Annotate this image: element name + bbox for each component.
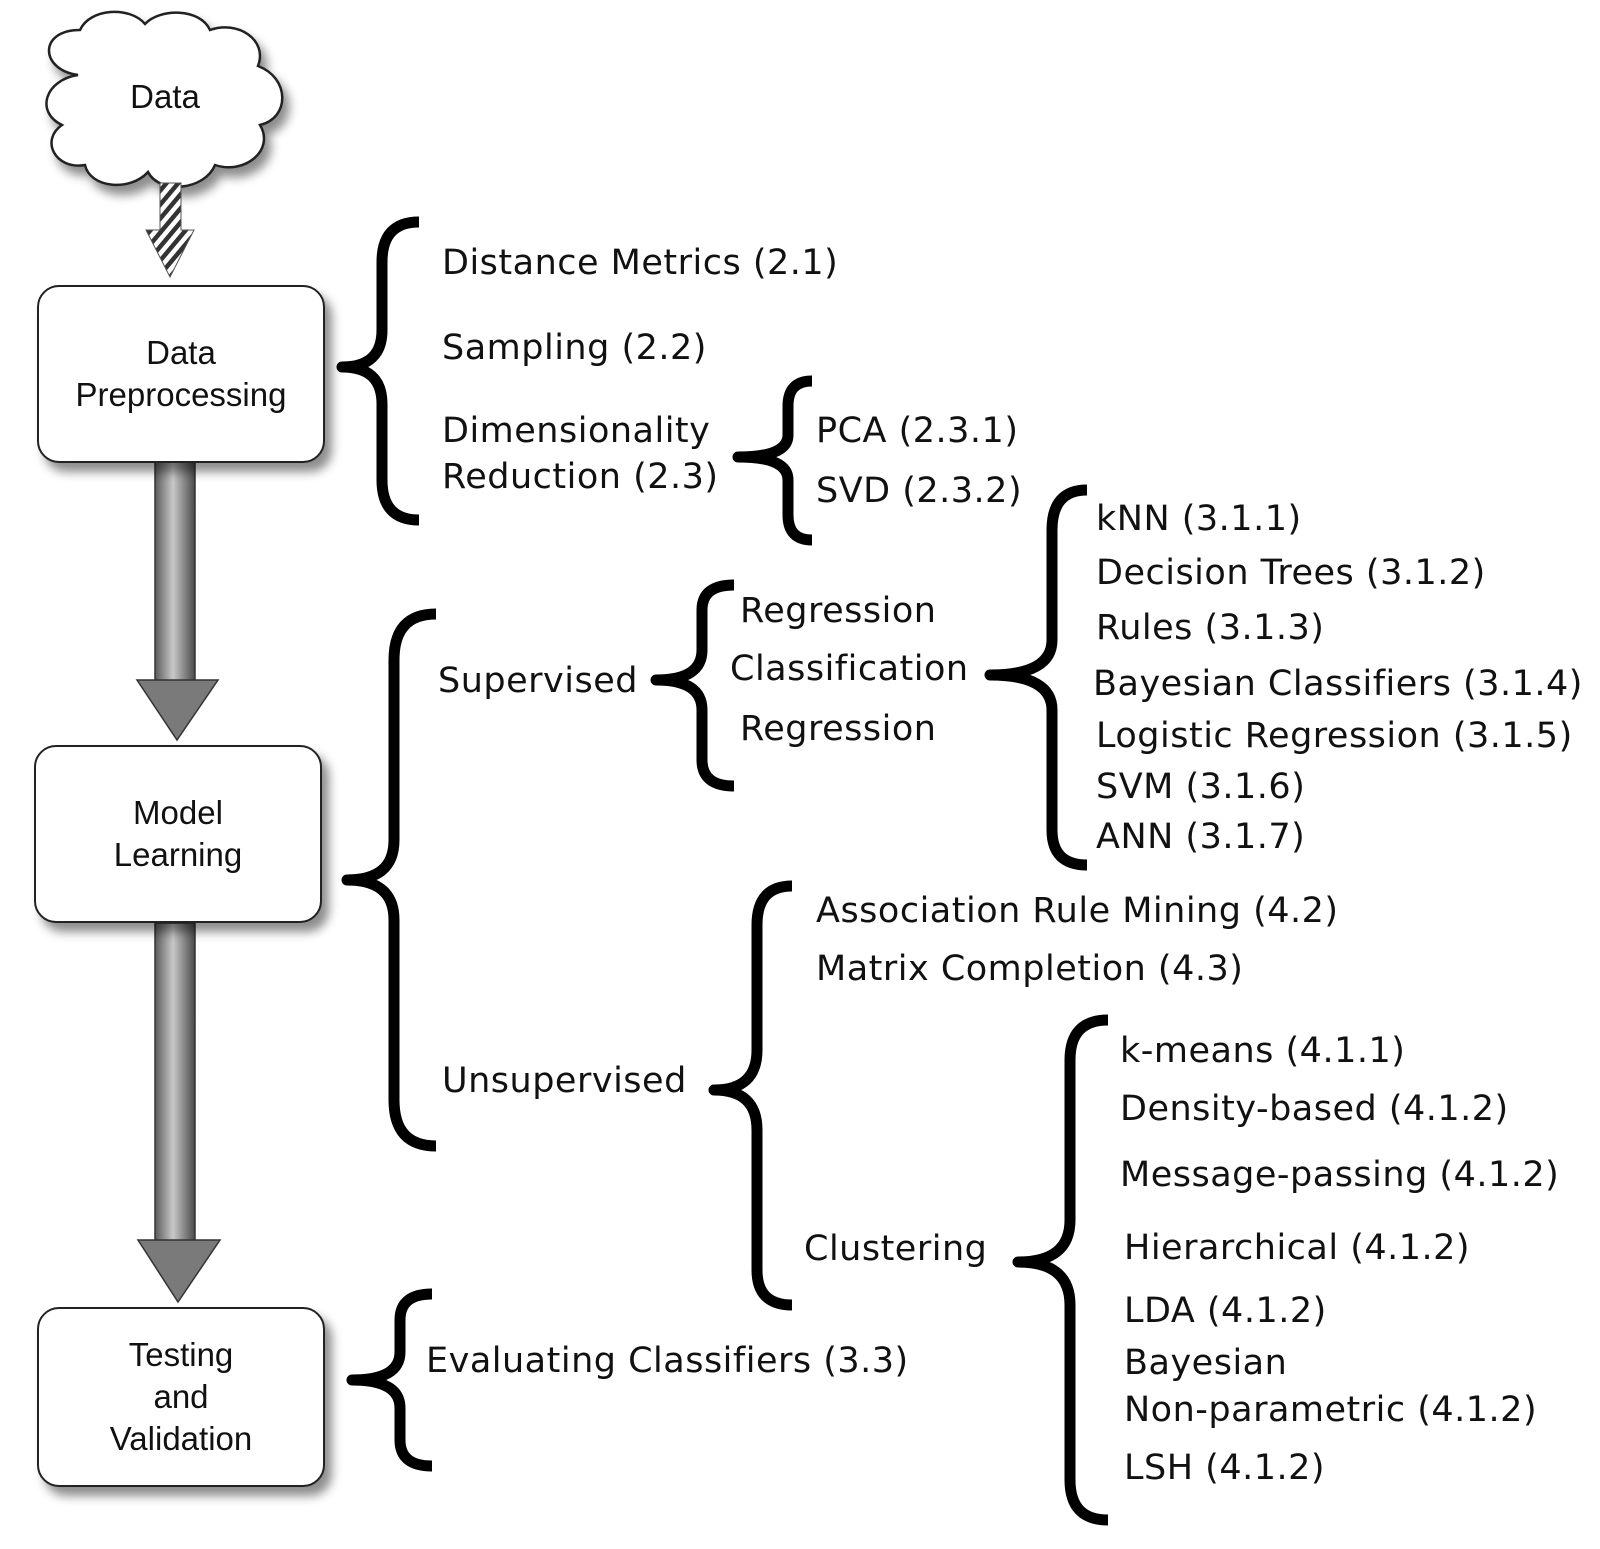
- dimensionality-reduction-label-line1: Dimensionality: [442, 411, 711, 451]
- distance-metrics-label: Distance Metrics (2.1): [442, 243, 839, 283]
- data-preprocessing-label: Data Preprocessing: [75, 334, 287, 413]
- unsupervised-label: Unsupervised: [442, 1061, 687, 1101]
- data-flow-arrow: [145, 182, 195, 279]
- clustering-method-item: LDA (4.1.2): [1124, 1291, 1327, 1331]
- data-source-label: Data: [130, 78, 200, 115]
- brace-preprocessing: [336, 216, 420, 526]
- clustering-method-item: k-means (4.1.1): [1120, 1031, 1406, 1071]
- clustering-method-item: Hierarchical (4.1.2): [1124, 1228, 1471, 1268]
- clustering-method-item: Density-based (4.1.2): [1120, 1089, 1509, 1129]
- classifier-item: SVM (3.1.6): [1096, 767, 1306, 807]
- evaluating-classifiers-label: Evaluating Classifiers (3.3): [426, 1341, 909, 1381]
- testing-validation-box: Testing and Validation: [37, 1307, 325, 1487]
- model-learning-box: Model Learning: [34, 745, 322, 923]
- model-learning-label: Model Learning: [113, 794, 243, 873]
- association-rule-mining-label: Association Rule Mining (4.2): [816, 891, 1339, 931]
- data-cloud-shape: [45, 10, 284, 188]
- regression-top-label: Regression: [740, 591, 937, 631]
- classification-label: Classification: [730, 649, 969, 689]
- clustering-method-item: Bayesian: [1124, 1343, 1288, 1383]
- clustering-method-item: Non-parametric (4.1.2): [1124, 1390, 1538, 1430]
- regression-bottom-label: Regression: [740, 709, 937, 749]
- clustering-label: Clustering: [804, 1229, 988, 1269]
- testing-validation-label: Testing and Validation: [109, 1336, 253, 1457]
- clustering-method-item: Message-passing (4.1.2): [1120, 1155, 1560, 1195]
- svd-label: SVD (2.3.2): [816, 471, 1023, 511]
- brace-supervised: [650, 579, 735, 792]
- brace-dimensionality: [732, 375, 813, 546]
- classifier-item: Decision Trees (3.1.2): [1096, 553, 1486, 593]
- learning-to-testing-arrow: [136, 922, 222, 1304]
- clustering-method-item: LSH (4.1.2): [1124, 1448, 1326, 1488]
- brace-model-learning: [341, 608, 437, 1152]
- dimensionality-reduction-label-line2: Reduction (2.3): [442, 457, 719, 497]
- brace-unsupervised: [708, 880, 793, 1311]
- supervised-label: Supervised: [438, 661, 638, 701]
- classifier-item: Bayesian Classifiers (3.1.4): [1093, 664, 1583, 704]
- brace-testing: [346, 1288, 433, 1472]
- matrix-completion-label: Matrix Completion (4.3): [816, 949, 1244, 989]
- classifier-item: Logistic Regression (3.1.5): [1096, 716, 1573, 756]
- sampling-label: Sampling (2.2): [442, 328, 707, 368]
- brace-classification: [984, 484, 1088, 871]
- classifier-item: kNN (3.1.1): [1096, 499, 1302, 539]
- brace-clustering: [1012, 1014, 1109, 1526]
- classifier-item: Rules (3.1.3): [1096, 608, 1325, 648]
- classifier-item: ANN (3.1.7): [1096, 817, 1306, 857]
- preprocessing-to-learning-arrow: [135, 461, 220, 742]
- data-preprocessing-box: Data Preprocessing: [37, 285, 325, 463]
- pca-label: PCA (2.3.1): [816, 411, 1019, 451]
